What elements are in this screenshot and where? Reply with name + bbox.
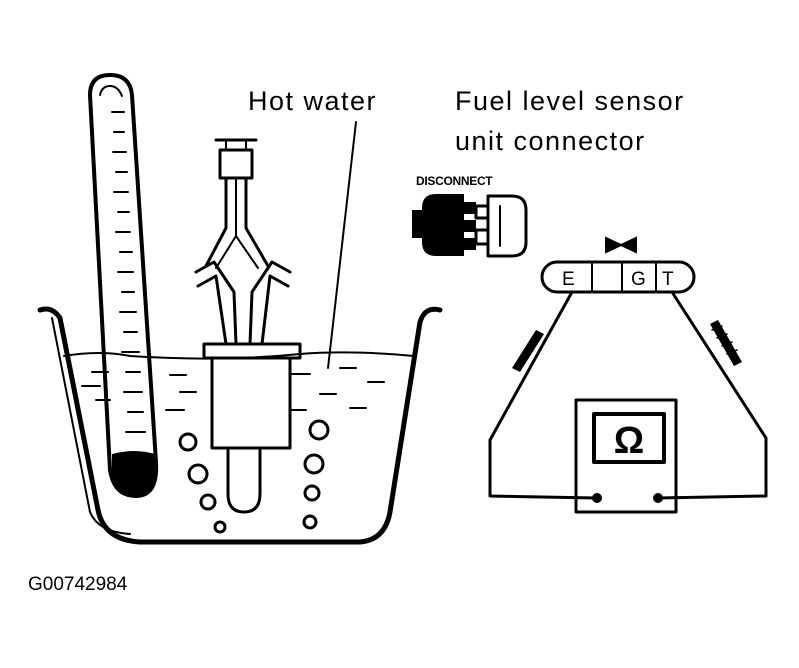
sensor-connector-label-line2: unit connector	[455, 126, 646, 156]
left-probe-tip	[512, 330, 544, 372]
terminal-e-label: E	[562, 269, 575, 290]
disconnect-connector-icon	[412, 194, 528, 258]
disconnect-label: DISCONNECT	[416, 174, 493, 188]
terminal-t-label: T	[662, 269, 674, 290]
sensor-unit-connector: E G T	[540, 236, 696, 294]
test-leads	[488, 290, 768, 500]
connector-lock-tab	[605, 236, 637, 254]
ohmmeter: Ω	[574, 398, 678, 514]
meter-terminal-right	[653, 493, 663, 503]
hot-water-label: Hot water	[248, 86, 377, 116]
terminal-g-label: G	[631, 269, 646, 290]
thermometer	[88, 73, 159, 498]
meter-terminal-left	[592, 493, 602, 503]
sensor-connector-label-line1: Fuel level sensor	[455, 86, 685, 116]
figure-code: G00742984	[28, 574, 128, 595]
water-basin	[37, 306, 443, 545]
hot-water-leader-line	[327, 121, 357, 369]
bubbles	[178, 419, 330, 534]
water-surface	[63, 351, 415, 411]
fuel-level-sensor-unit	[194, 138, 302, 514]
right-probe-tip	[710, 320, 742, 366]
ohm-symbol: Ω	[614, 420, 644, 462]
